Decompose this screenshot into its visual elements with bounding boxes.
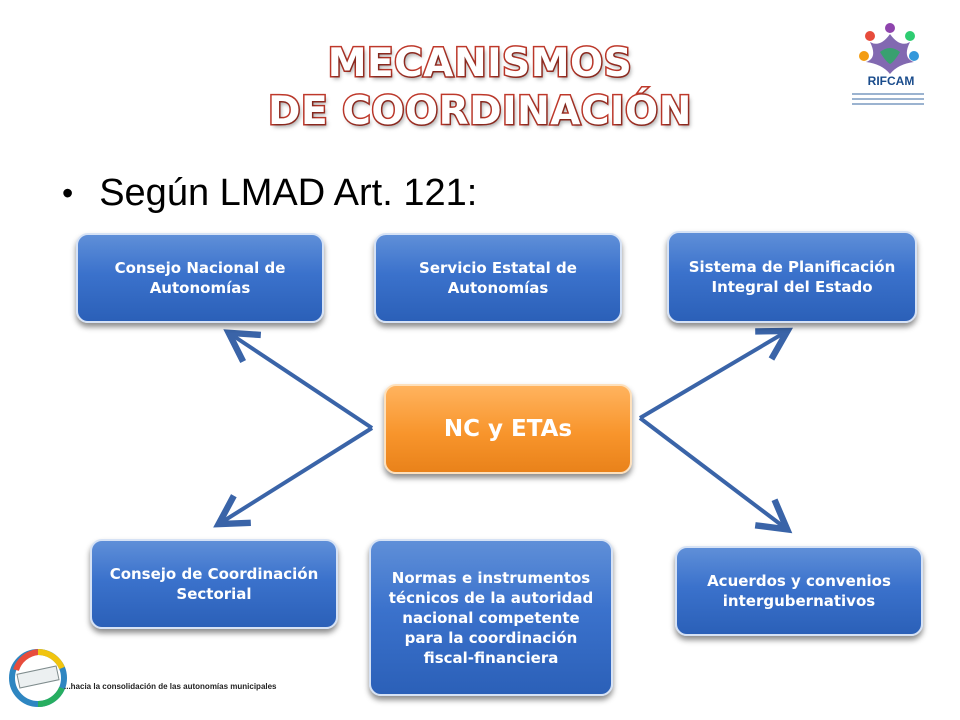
node-nc-etas-label: NC y ETAs xyxy=(443,416,573,442)
title-line-1: MECANISMOS xyxy=(326,40,633,88)
node-consejo-nacional-label: Consejo Nacional de Autonomías xyxy=(114,259,286,297)
footer-tagline: ...hacia la consolidación de las autonom… xyxy=(64,682,277,691)
node-consejo-nacional: Consejo Nacional de Autonomías xyxy=(76,233,324,323)
arrow-to-consejo-nacional xyxy=(223,329,374,430)
rifcam-logo-name: RIFCAM xyxy=(867,74,915,88)
node-consejo-coordinacion: Consejo de Coordinación Sectorial xyxy=(90,539,338,629)
rifcam-logo-lines xyxy=(852,90,924,105)
node-nc-etas: NC y ETAs xyxy=(384,384,632,474)
arrow-to-acuerdos xyxy=(638,416,793,534)
node-acuerdos-label: Acuerdos y convenios intergubernativos xyxy=(707,572,891,610)
slide-title: MECANISMOS DE COORDINACIÓN xyxy=(230,40,730,136)
title-line-2: DE COORDINACIÓN xyxy=(267,88,693,136)
arrow-to-sistema-planificacion xyxy=(638,327,793,420)
bullet-text: Según LMAD Art. 121: xyxy=(99,172,478,214)
node-normas: Normas e instrumentos técnicos de la aut… xyxy=(369,539,613,696)
node-sistema-planificacion: Sistema de Planificación Integral del Es… xyxy=(667,231,917,323)
node-normas-label: Normas e instrumentos técnicos de la aut… xyxy=(388,568,594,667)
transicion-transparente-logo-icon xyxy=(9,649,67,707)
node-acuerdos: Acuerdos y convenios intergubernativos xyxy=(675,546,923,636)
node-consejo-coordinacion-label: Consejo de Coordinación Sectorial xyxy=(109,565,319,603)
bullet-line: • Según LMAD Art. 121: xyxy=(62,172,477,215)
arrow-to-consejo-coordinacion xyxy=(213,426,374,528)
bullet-symbol: • xyxy=(62,175,74,211)
node-sistema-planificacion-label: Sistema de Planificación Integral del Es… xyxy=(688,258,896,296)
node-servicio-estatal-label: Servicio Estatal de Autonomías xyxy=(419,259,577,297)
rifcam-logo-icon xyxy=(859,23,919,74)
node-servicio-estatal: Servicio Estatal de Autonomías xyxy=(374,233,622,323)
